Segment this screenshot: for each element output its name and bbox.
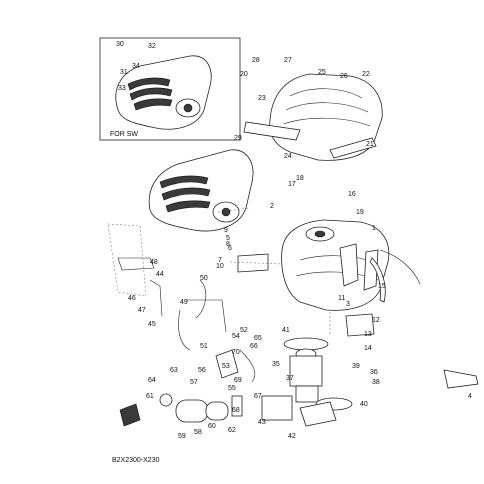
rear-strip xyxy=(443,369,479,389)
callout-36: 36 xyxy=(370,369,378,376)
callout-63: 63 xyxy=(170,367,178,374)
callout-24: 24 xyxy=(284,153,292,160)
callout-20: 20 xyxy=(240,71,248,78)
callout-31: 31 xyxy=(120,69,128,76)
callout-12: 12 xyxy=(372,317,380,324)
callout-42: 42 xyxy=(288,433,296,440)
callout-53: 53 xyxy=(222,363,230,370)
callout-66: 66 xyxy=(250,343,258,350)
callout-67: 67 xyxy=(254,393,262,400)
callout-18: 18 xyxy=(296,175,304,182)
callout-50: 50 xyxy=(200,275,208,282)
callout-29: 29 xyxy=(234,135,242,142)
callout-19: 19 xyxy=(356,209,364,216)
callout-61: 61 xyxy=(146,393,154,400)
callout-45: 45 xyxy=(148,321,156,328)
inset-for-sw: FOR SW xyxy=(99,37,241,141)
callout-26: 26 xyxy=(340,73,348,80)
callout-37: 37 xyxy=(286,375,294,382)
callout-6: 6 xyxy=(228,245,232,252)
callouts: 1 2 3 4 5 6 7 8 9 10 11 12 13 14 15 16 1… xyxy=(116,41,472,440)
callout-60: 60 xyxy=(208,423,216,430)
callout-47: 47 xyxy=(138,307,146,314)
callout-62: 62 xyxy=(228,427,236,434)
callout-7: 7 xyxy=(218,257,222,264)
side-strip xyxy=(369,257,386,303)
callout-4: 4 xyxy=(468,393,472,400)
hoses xyxy=(117,249,421,383)
callout-59: 59 xyxy=(178,433,186,440)
callout-25: 25 xyxy=(318,69,326,76)
callout-39: 39 xyxy=(352,363,360,370)
callout-30: 30 xyxy=(116,41,124,48)
fuel-cover xyxy=(243,73,383,161)
callout-17: 17 xyxy=(288,181,296,188)
callout-33: 33 xyxy=(118,85,126,92)
callout-69: 69 xyxy=(234,377,242,384)
callout-34: 34 xyxy=(132,63,140,70)
tank-cover xyxy=(148,149,254,232)
callout-40: 40 xyxy=(360,401,368,408)
callout-11: 11 xyxy=(338,295,345,302)
callout-58: 58 xyxy=(194,429,202,436)
callout-28: 28 xyxy=(252,57,260,64)
diagram-code: B2X2300-X230 xyxy=(112,457,160,464)
callout-9: 9 xyxy=(224,227,228,234)
callout-35: 35 xyxy=(272,361,280,368)
callout-22: 22 xyxy=(362,71,370,78)
for-sw-caption: FOR SW xyxy=(110,131,138,138)
callout-16: 16 xyxy=(348,191,356,198)
callout-49: 49 xyxy=(180,299,188,306)
callout-57: 57 xyxy=(190,379,198,386)
callout-55: 55 xyxy=(228,385,236,392)
callout-13: 13 xyxy=(364,331,372,338)
callout-32: 32 xyxy=(148,43,156,50)
callout-70: 70 xyxy=(232,349,240,356)
callout-56: 56 xyxy=(198,367,206,374)
canister xyxy=(159,393,243,423)
callout-3: 3 xyxy=(346,301,350,308)
callout-64: 64 xyxy=(148,377,156,384)
brackets xyxy=(215,253,375,427)
callout-52: 52 xyxy=(240,327,248,334)
callout-41: 41 xyxy=(282,327,290,334)
callout-48: 48 xyxy=(150,259,158,266)
callout-43: 43 xyxy=(258,419,266,426)
callout-14: 14 xyxy=(364,345,372,352)
callout-15: 15 xyxy=(378,283,386,290)
callout-21: 21 xyxy=(366,141,374,148)
callout-2: 2 xyxy=(270,203,274,210)
callout-10: 10 xyxy=(216,263,224,270)
callout-51: 51 xyxy=(200,343,208,350)
callout-1: 1 xyxy=(372,225,376,232)
callout-5: 5 xyxy=(226,235,230,242)
callout-23: 23 xyxy=(258,95,266,102)
callout-54: 54 xyxy=(232,333,240,340)
callout-44: 44 xyxy=(156,271,164,278)
callout-65: 65 xyxy=(254,335,262,342)
fuel-pump xyxy=(261,337,353,421)
fuel-tank xyxy=(281,219,390,311)
manufacturer-stamp xyxy=(119,403,141,427)
callout-38: 38 xyxy=(372,379,380,386)
callout-8: 8 xyxy=(226,241,230,248)
callout-46: 46 xyxy=(128,295,136,302)
callout-27: 27 xyxy=(284,57,292,64)
callout-68: 68 xyxy=(232,407,240,414)
